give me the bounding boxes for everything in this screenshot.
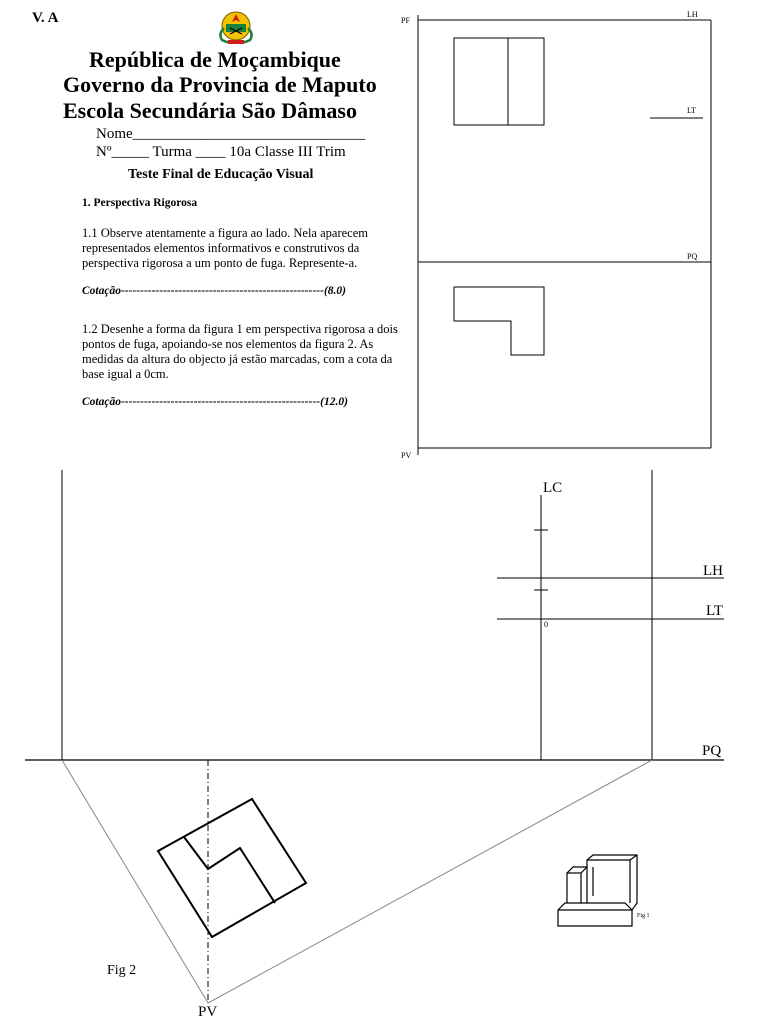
plan-view-shape <box>156 797 308 939</box>
lt-label-top: LT <box>687 106 696 115</box>
lc-label: LC <box>543 480 562 496</box>
pv-label-bottom: PV <box>198 1004 217 1020</box>
lh-label-bottom: LH <box>703 563 723 579</box>
lt-label-bottom: LT <box>706 603 723 619</box>
class-field[interactable]: Nº_____ Turma ____ 10a Classe III Trim <box>96 144 346 160</box>
question-1-text: 1.1 Observe atentamente a figura ao lado… <box>82 226 368 270</box>
header-line-1: República de Moçambique <box>89 47 341 72</box>
corner-mark: V. A <box>32 10 59 26</box>
zero-label: 0 <box>544 620 548 629</box>
fig2-label: Fig 2 <box>107 963 136 978</box>
name-field[interactable]: Nome_______________________________ <box>96 126 366 142</box>
fig1-label: Fig 1 <box>637 913 650 919</box>
mozambique-emblem-icon <box>214 8 258 46</box>
question-2-score: Cotação---------------------------------… <box>82 396 348 408</box>
pv-label-top: PV <box>401 451 411 460</box>
question-1-score: Cotação---------------------------------… <box>82 285 346 297</box>
pf-label: PF <box>401 16 410 25</box>
question-2-text: 1.2 Desenhe a forma da figura 1 em persp… <box>82 322 398 381</box>
header-line-2: Governo da Provincia de Maputo <box>63 72 377 97</box>
test-title: Teste Final de Educação Visual <box>128 167 314 182</box>
pq-label-top: PQ <box>687 252 697 261</box>
header-line-3: Escola Secundária São Dâmaso <box>63 98 357 123</box>
fig1-object-drawing <box>557 854 638 927</box>
lh-label-top: LH <box>687 10 698 19</box>
pq-label-bottom: PQ <box>702 743 721 759</box>
section-heading: 1. Perspectiva Rigorosa <box>82 197 198 209</box>
